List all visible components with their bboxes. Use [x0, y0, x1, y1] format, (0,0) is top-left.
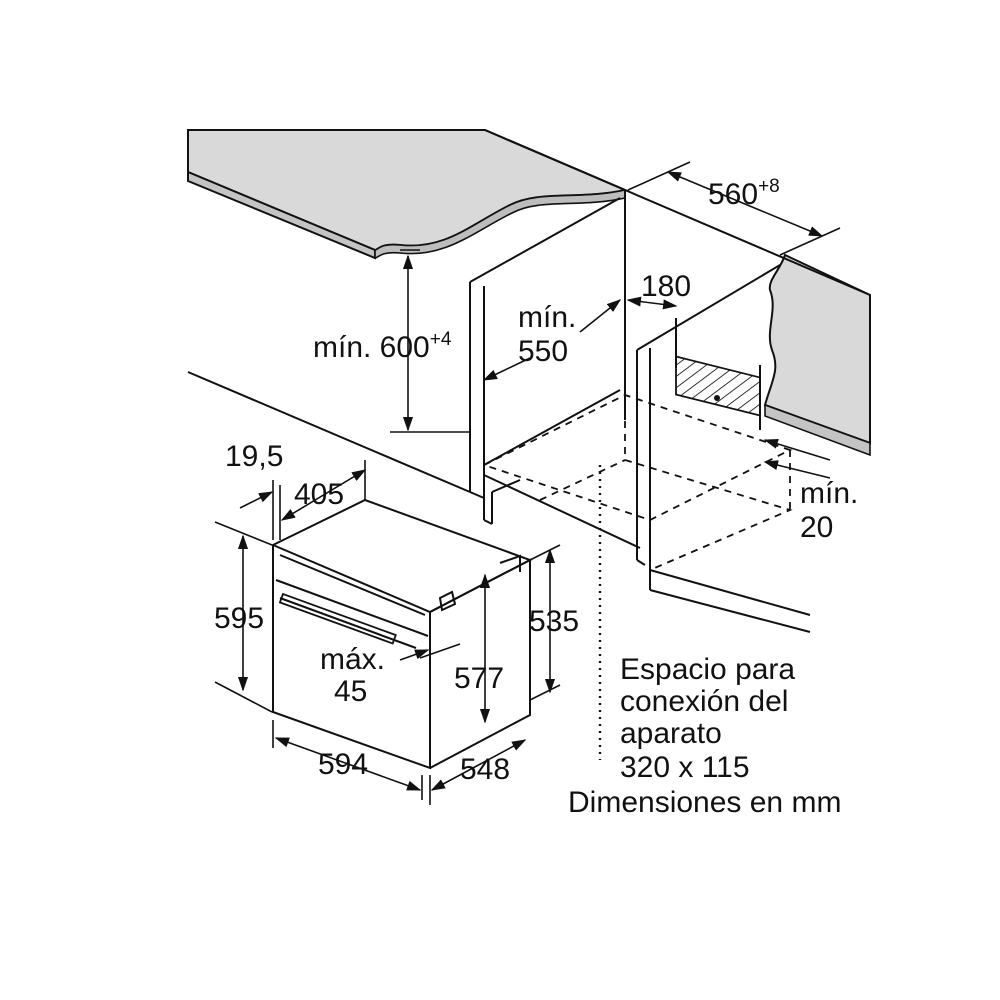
- countertop-right: [763, 253, 871, 457]
- niche-width-label: 560+8: [708, 176, 780, 211]
- note-line-2: conexión del: [620, 685, 788, 718]
- niche-depth-label-1: mín.: [518, 301, 576, 334]
- note-line-3: aparato: [620, 717, 722, 750]
- cabinet-niche: [187, 129, 871, 633]
- niche-height-label: mín. 600+4: [313, 329, 452, 364]
- top-depth-label: 405: [294, 478, 344, 511]
- oven-body: [270, 498, 533, 770]
- gap-label-1: mín.: [800, 477, 858, 510]
- note-line-1: Espacio para: [620, 653, 795, 686]
- body-height-label: 535: [529, 605, 579, 638]
- oven-height-label: 595: [214, 602, 264, 635]
- handle-label-2: 45: [334, 675, 367, 708]
- connection-offset-label: 180: [641, 270, 691, 303]
- handle-label-1: máx.: [320, 643, 385, 676]
- niche-depth-label-2: 550: [518, 335, 568, 368]
- front-trim-label: 19,5: [225, 440, 283, 473]
- oven-in-niche-dashed: [481, 394, 793, 760]
- note-line-4: 320 x 115: [620, 751, 750, 784]
- countertop-left: [187, 129, 629, 260]
- oven-width-label: 594: [318, 748, 368, 781]
- inner-height-label: 577: [454, 662, 504, 695]
- dimension-lines: [214, 161, 841, 805]
- units-note: Dimensiones en mm: [568, 786, 841, 819]
- oven-depth-label: 548: [460, 753, 510, 786]
- gap-label-2: 20: [800, 511, 833, 544]
